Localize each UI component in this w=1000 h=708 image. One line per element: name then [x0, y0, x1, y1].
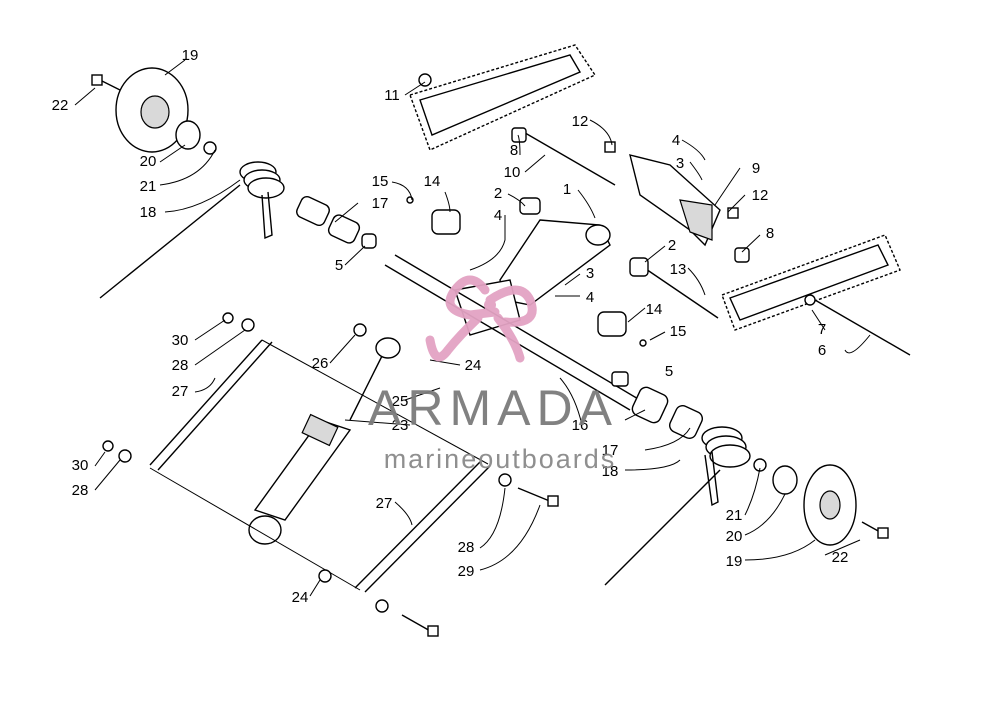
callout-8-right: 8: [766, 225, 774, 242]
rail-plate-upper: [409, 44, 597, 151]
callout-29: 29: [458, 563, 475, 580]
callout-30-low: 30: [72, 457, 89, 474]
callout-5-top: 5: [335, 257, 343, 274]
callout-3-top: 3: [676, 155, 684, 172]
callout-15-top: 15: [372, 173, 389, 190]
link-arm-lower-b: [364, 465, 491, 593]
callout-12-right: 12: [752, 187, 769, 204]
callout-11: 11: [384, 87, 400, 104]
callout-15-right: 15: [670, 323, 687, 340]
shaft-10: [519, 129, 616, 186]
callout-12-top: 12: [572, 113, 589, 130]
callout-20-top: 20: [140, 153, 157, 170]
callout-9: 9: [752, 160, 760, 177]
link-axis-b: [261, 339, 489, 465]
callout-3-mid: 3: [586, 265, 594, 282]
callout-19-right: 19: [726, 553, 743, 570]
callout-24-mid: 24: [465, 357, 482, 374]
callout-4-mid: 4: [494, 207, 502, 224]
callout-30-top: 30: [172, 332, 189, 349]
callout-17-top: 17: [372, 195, 389, 212]
callout-1: 1: [563, 181, 571, 198]
spring-right: [604, 426, 751, 586]
callout-27-top: 27: [172, 383, 189, 400]
shock-absorber: [248, 337, 401, 545]
callout-22-top: 22: [52, 97, 69, 114]
callout-28-right: 28: [458, 539, 475, 556]
callout-4-low: 4: [586, 289, 594, 306]
callout-4-top: 4: [672, 132, 680, 149]
rail-plate-lower: [721, 234, 901, 331]
watermark: ARMADA marineoutboards: [368, 275, 618, 474]
idler-wheel-right: [772, 464, 857, 546]
callout-28-low: 28: [72, 482, 89, 499]
link-arm-lower: [354, 461, 481, 589]
callout-14-top: 14: [424, 173, 441, 190]
callout-18-right: 18: [602, 463, 619, 480]
bolts: [91, 74, 889, 637]
callout-24-low: 24: [292, 589, 309, 606]
shaft-13: [639, 264, 719, 319]
callout-18-top: 18: [140, 204, 157, 221]
callout-7: 7: [818, 321, 826, 338]
callout-28-top: 28: [172, 357, 189, 374]
callout-8-top: 8: [510, 142, 518, 159]
callout-21-top: 21: [140, 178, 157, 195]
small-hardware: [102, 73, 816, 613]
callout-19-top: 19: [182, 47, 199, 64]
callout-6: 6: [818, 342, 826, 359]
callout-22-right: 22: [832, 549, 849, 566]
callout-23: 23: [392, 417, 409, 434]
callout-10: 10: [504, 164, 521, 181]
callout-16: 16: [572, 417, 589, 434]
callout-13: 13: [670, 261, 687, 278]
callout-25: 25: [392, 393, 409, 410]
callout-20-right: 20: [726, 528, 743, 545]
armada-logo-icon: [425, 275, 537, 363]
callouts: 19 22 20 21 18 11 12 8 10 4 3 9 12 15 14…: [52, 47, 849, 606]
idler-wheel-left: [115, 67, 201, 153]
callout-17-right: 17: [602, 442, 619, 459]
shaft-16: [394, 254, 641, 401]
callout-2-right: 2: [668, 237, 676, 254]
callout-26: 26: [312, 355, 329, 372]
spring-left: [99, 161, 285, 299]
callout-21-right: 21: [726, 507, 743, 524]
watermark-tagline: marineoutboards: [384, 444, 617, 474]
bracket-9: [629, 154, 721, 247]
callout-2-top: 2: [494, 185, 502, 202]
bushings: [296, 127, 750, 440]
link-arm-upper-b: [157, 341, 273, 471]
watermark-brand: ARMADA: [368, 380, 618, 436]
callout-14-right: 14: [646, 301, 663, 318]
bolt-6: [814, 299, 911, 356]
callout-5-right: 5: [665, 363, 673, 380]
leader-lines: [74, 59, 871, 597]
callout-27-low: 27: [376, 495, 393, 512]
link-arm-upper: [149, 339, 263, 466]
